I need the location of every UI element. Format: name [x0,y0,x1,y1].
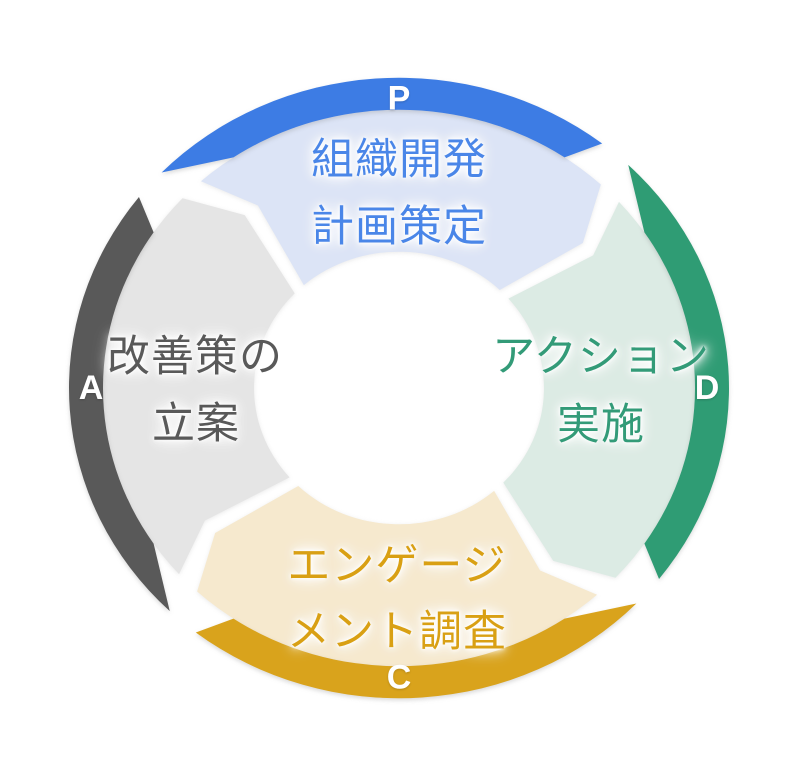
segment-do-band [628,164,730,579]
segment-act-fill [102,198,295,575]
segment-do-label-line2: 実施 [557,401,645,449]
segment-act-letter: A [79,369,104,407]
segment-plan-band [161,77,603,173]
segment-act-band [68,197,170,612]
segment-plan-letter: P [388,79,411,117]
segment-plan-label-line1: 組織開発 [311,136,487,184]
segment-act-label-line2: 立案 [152,400,240,448]
segment-check-label-line1: エンゲージ [287,542,506,590]
segment-plan-fill [200,109,601,290]
segment-do-label-line1: アクション [492,333,710,381]
segment-check-label-line2: メント調査 [287,608,507,656]
segment-plan-label-line2: 計画策定 [311,203,487,251]
segment-do-fill [503,201,696,578]
segment-check-letter: C [387,659,412,697]
segment-check-band [195,603,637,699]
segment-act-label-line1: 改善策の [107,333,283,381]
segment-do-letter: D [695,369,720,407]
segment-check-fill [197,486,598,667]
